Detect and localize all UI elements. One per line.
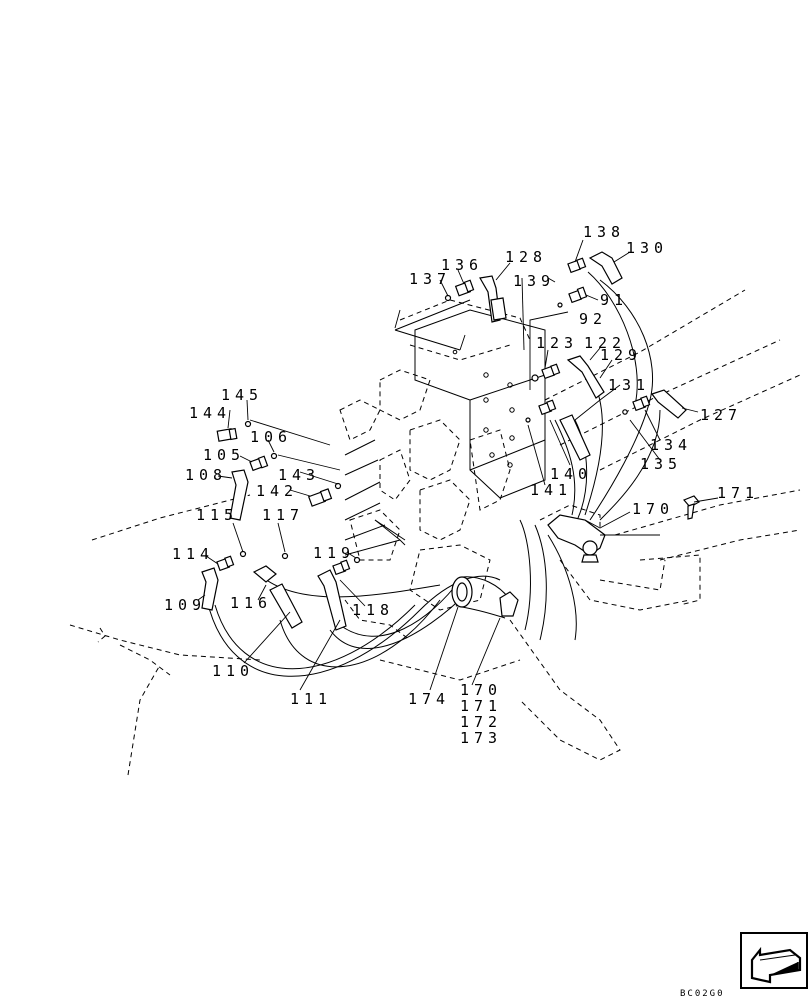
leader-lines (197, 239, 719, 691)
sleeve (451, 576, 519, 619)
label-127: 127 (700, 406, 742, 424)
label-170: 170 (632, 500, 674, 518)
label-137: 137 (409, 270, 451, 288)
label-135: 135 (640, 455, 682, 473)
label-129: 129 (600, 346, 642, 364)
label-92: 92 (579, 310, 607, 328)
label-group-170: 170 (460, 681, 502, 699)
label-group-171: 171 (460, 697, 502, 715)
label-91: 91 (600, 291, 628, 309)
label-131: 131 (608, 376, 650, 394)
label-130: 130 (626, 239, 668, 257)
label-122: 122 (584, 334, 626, 352)
label-105: 105 (203, 446, 245, 464)
label-123: 123 (536, 334, 578, 352)
bolt (682, 495, 700, 520)
label-141: 141 (530, 481, 572, 499)
label-174: 174 (408, 690, 450, 708)
label-139: 139 (513, 272, 555, 290)
hose-fittings (201, 251, 687, 631)
label-108: 108 (185, 466, 227, 484)
arrow-icon[interactable] (740, 932, 808, 989)
label-118: 118 (352, 601, 394, 619)
manifold-fittings (344, 439, 406, 556)
hose-clamp (547, 514, 606, 563)
hose-lines (206, 271, 661, 677)
valve-block (394, 299, 546, 499)
label-143: 143 (278, 466, 320, 484)
label-115: 115 (196, 506, 238, 524)
label-134: 134 (650, 436, 692, 454)
label-106: 106 (250, 428, 292, 446)
label-140: 140 (550, 465, 592, 483)
drawing-code: BC02G0 (680, 989, 725, 999)
label-119: 119 (313, 544, 355, 562)
label-group-173: 173 (460, 729, 502, 747)
label-138: 138 (583, 223, 625, 241)
callout-labels: 138 130 136 128 137 139 91 92 123 122 12… (164, 223, 759, 747)
label-114: 114 (172, 545, 214, 563)
label-116: 116 (230, 594, 272, 612)
label-171: 171 (717, 484, 759, 502)
label-group-172: 172 (460, 713, 502, 731)
label-111: 111 (290, 690, 332, 708)
label-128: 128 (505, 248, 547, 266)
label-136: 136 (441, 256, 483, 274)
label-110: 110 (212, 662, 254, 680)
frame-outline (69, 289, 801, 776)
label-117: 117 (262, 506, 304, 524)
label-109: 109 (164, 596, 206, 614)
label-145: 145 (221, 386, 263, 404)
label-144: 144 (189, 404, 231, 422)
label-142: 142 (256, 482, 298, 500)
